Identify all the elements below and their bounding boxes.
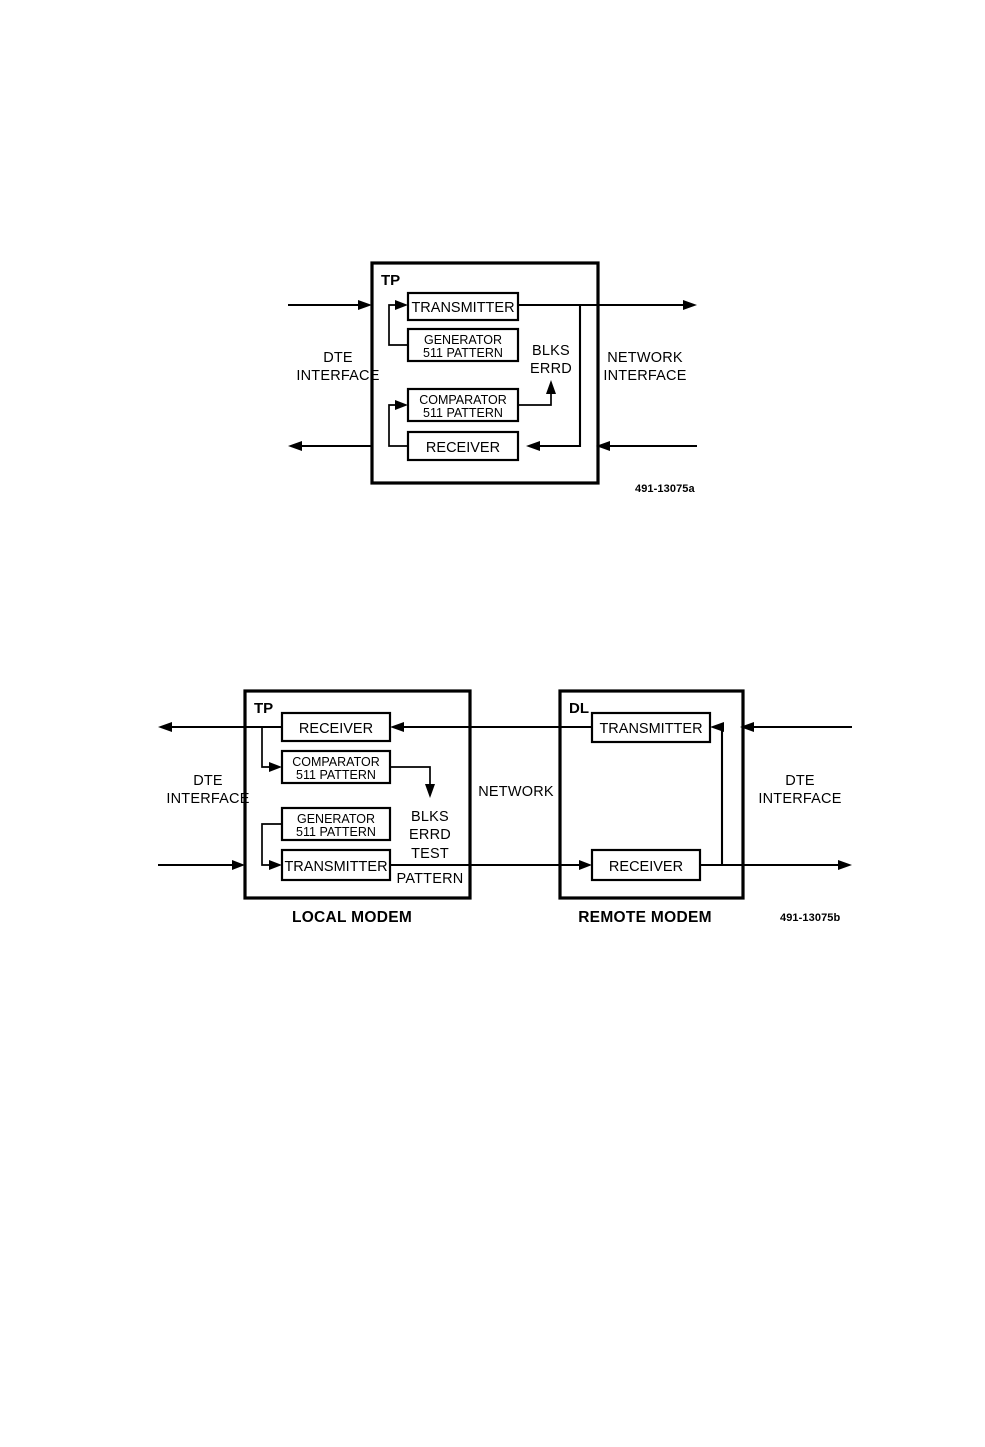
figure-a-comparator-label-line2: 511 PATTERN [423, 406, 503, 420]
figure-b-remote-loopback-wire [700, 725, 724, 867]
figure-b-remote-dl-label: DL [569, 700, 589, 717]
figure-a-comparator-in-arrowhead [395, 400, 408, 410]
figure-b-comparator-to-blks-wire [390, 766, 431, 786]
figure-b-dte-right-label-line1: DTE [785, 773, 815, 789]
figure-b-blks-label-line1: BLKS [411, 809, 449, 825]
figure-b-id-label: 491-13075b [780, 912, 841, 924]
figure-b-receiver-to-comparator-wire [261, 727, 276, 768]
figure-a-blks-label-line1: BLKS [532, 343, 570, 359]
figure-a-blks-arrowhead [546, 380, 556, 394]
figure-b-dte-right-in-arrowhead [740, 722, 754, 732]
figure-b-remote-receiver-in-arrowhead [579, 860, 592, 870]
figure-b-local-comparator-label-line1: COMPARATOR [292, 755, 380, 769]
figure-a-tp-enclosure [370, 261, 600, 485]
figure-b-dte-left-in-arrowhead [232, 860, 245, 870]
figure-b-dte-right-out-arrowhead [838, 860, 852, 870]
figure-b-remote-receiver-label: RECEIVER [609, 859, 683, 875]
figure-b-blks-arrowhead [425, 784, 435, 798]
figure-b-local-tp-label: TP [254, 700, 273, 717]
figure-b-local-transmitter-label: TRANSMITTER [284, 859, 387, 875]
figure-a-comparator-to-blks-wire [518, 390, 552, 406]
figure-b-test-label-line2: PATTERN [397, 871, 464, 887]
figure-a-dte-label-line2: INTERFACE [296, 368, 379, 384]
figure-b-blks-label-line2: ERRD [409, 827, 451, 843]
figure-b-local-comparator-in-arrowhead [269, 762, 282, 772]
figure-a-receiver-label: RECEIVER [426, 440, 500, 456]
figure-a-transmitter-box [406, 291, 520, 322]
figure-a-group: TP DTE INTERFACE TRANSMITTER GENERATOR 5… [288, 261, 697, 495]
figure-a-network-in-arrowhead [596, 441, 610, 451]
figure-a-receiver-box [406, 430, 520, 462]
figure-a-dte-out-arrowhead [288, 441, 302, 451]
figure-b-local-generator-label-line1: GENERATOR [297, 812, 375, 826]
figure-a-generator-label-line1: GENERATOR [424, 333, 502, 347]
figure-a-dte-in-arrowhead [358, 300, 372, 310]
figure-b-test-label-line1: TEST [411, 846, 449, 862]
figure-b-local-receiver-in-arrowhead [390, 722, 404, 732]
figure-b-network-label: NETWORK [478, 784, 554, 800]
figure-b-local-transmitter-in-arrowhead [269, 860, 282, 870]
figure-a-transmitter-label: TRANSMITTER [411, 300, 514, 316]
figure-b-remote-dl-enclosure [558, 689, 745, 900]
figure-b-dte-left-label-line1: DTE [193, 773, 223, 789]
figure-a-network-label-line2: INTERFACE [603, 368, 686, 384]
figure-b-remote-transmitter-label: TRANSMITTER [599, 721, 702, 737]
figure-b-dte-left-label-line2: INTERFACE [166, 791, 249, 807]
figure-a-network-out-arrowhead [683, 300, 697, 310]
figure-b-local-receiver-label: RECEIVER [299, 721, 373, 737]
figure-b-dte-right-label-line2: INTERFACE [758, 791, 841, 807]
figure-a-id-label: 491-13075a [635, 483, 696, 495]
figure-b-generator-to-transmitter-wire [261, 823, 282, 866]
figure-a-loopback-wire [540, 305, 582, 448]
figure-b-remote-caption: REMOTE MODEM [578, 909, 712, 926]
figure-b-remote-transmitter-box [590, 711, 712, 744]
figure-a-transmitter-in-arrowhead [395, 300, 408, 310]
figure-b-local-generator-label-line2: 511 PATTERN [296, 825, 376, 839]
figure-a-comparator-label-line1: COMPARATOR [419, 393, 507, 407]
figure-a-generator-to-transmitter-wire [388, 304, 408, 346]
figure-b-local-generator-box [280, 806, 392, 842]
figure-b-group: TP DL RECEIVER COMPARATOR 511 PATTERN GE… [158, 689, 852, 926]
figure-a-comparator-box [406, 387, 520, 423]
figure-a-dte-label-line1: DTE [323, 350, 353, 366]
figure-a-receiver-loopback-arrowhead [526, 441, 540, 451]
figure-a-tp-label: TP [381, 272, 400, 289]
figure-a-generator-label-line2: 511 PATTERN [423, 346, 503, 360]
figure-b-local-caption: LOCAL MODEM [292, 909, 412, 926]
figure-b-remote-transmitter-in-arrowhead [710, 722, 724, 732]
figure-a-generator-box [406, 327, 520, 363]
figure-a-receiver-to-comparator-wire [388, 404, 408, 447]
figure-b-local-comparator-label-line2: 511 PATTERN [296, 768, 376, 782]
figure-a-network-label-line1: NETWORK [607, 350, 683, 366]
figure-a-blks-label-line2: ERRD [530, 361, 572, 377]
figure-b-local-tp-enclosure [243, 689, 472, 900]
figure-b-dte-left-out-arrowhead [158, 722, 172, 732]
